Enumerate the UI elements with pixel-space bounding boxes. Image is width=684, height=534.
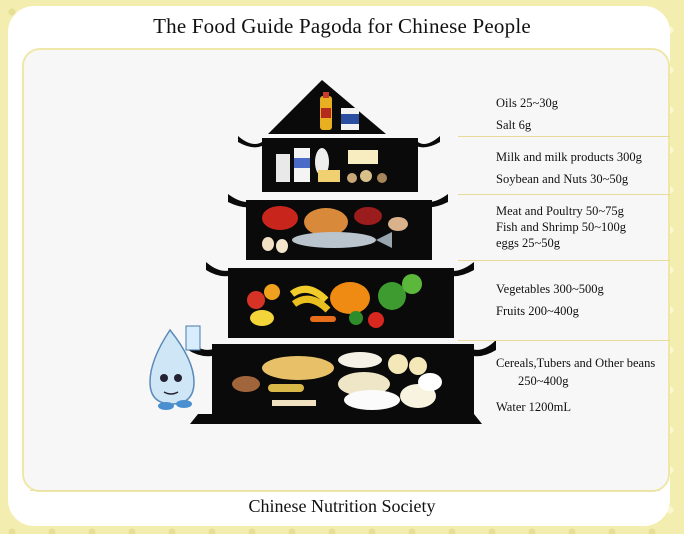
divider-1: [458, 136, 670, 137]
tier-label: 250~400g: [518, 374, 569, 388]
grains-icon: [232, 352, 442, 410]
tier-5-cereals-water: [188, 340, 496, 424]
tier-4-vegetables-fruits: [206, 262, 474, 338]
salt-icon: [341, 108, 359, 130]
page-title: The Food Guide Pagoda for Chinese People: [153, 14, 531, 38]
fruits-icon: [247, 284, 331, 326]
divider-3: [458, 260, 670, 261]
tier-label: Soybean and Nuts 30~50g: [496, 172, 629, 186]
divider-4: [458, 340, 670, 341]
tier-label: Meat and Poultry 50~75g: [496, 204, 624, 218]
soy-nuts-icon: [318, 150, 387, 183]
water-drop-mascot-icon: [149, 325, 201, 410]
tier-label: eggs 25~50g: [496, 236, 561, 250]
tier-2-milk-soy: [238, 136, 440, 192]
footer-organization: Chinese Nutrition Society: [248, 496, 436, 516]
tier-1-oils-salt: [268, 80, 386, 134]
footer-divider: [30, 490, 660, 491]
divider-2: [458, 194, 670, 195]
tier-label: Fish and Shrimp 50~100g: [496, 220, 627, 234]
tier-label: Cereals,Tubers and Other beans: [496, 356, 656, 370]
vegetables-icon: [310, 274, 422, 328]
tier-label: Vegetables 300~500g: [496, 282, 604, 296]
tier-label: Fruits 200~400g: [496, 304, 579, 318]
oil-bottle-icon: [320, 92, 332, 130]
tier-label: Water 1200mL: [496, 400, 572, 414]
tier-label: Salt 6g: [496, 118, 532, 132]
meat-icon: [262, 206, 382, 236]
eggs-icon: [262, 217, 408, 253]
tier-label: Milk and milk products 300g: [496, 150, 642, 164]
fish-icon: [292, 232, 392, 248]
tier-3-meat-fish-eggs: [228, 194, 448, 260]
tier-label: Oils 25~30g: [496, 96, 558, 110]
milk-icon: [276, 148, 329, 182]
